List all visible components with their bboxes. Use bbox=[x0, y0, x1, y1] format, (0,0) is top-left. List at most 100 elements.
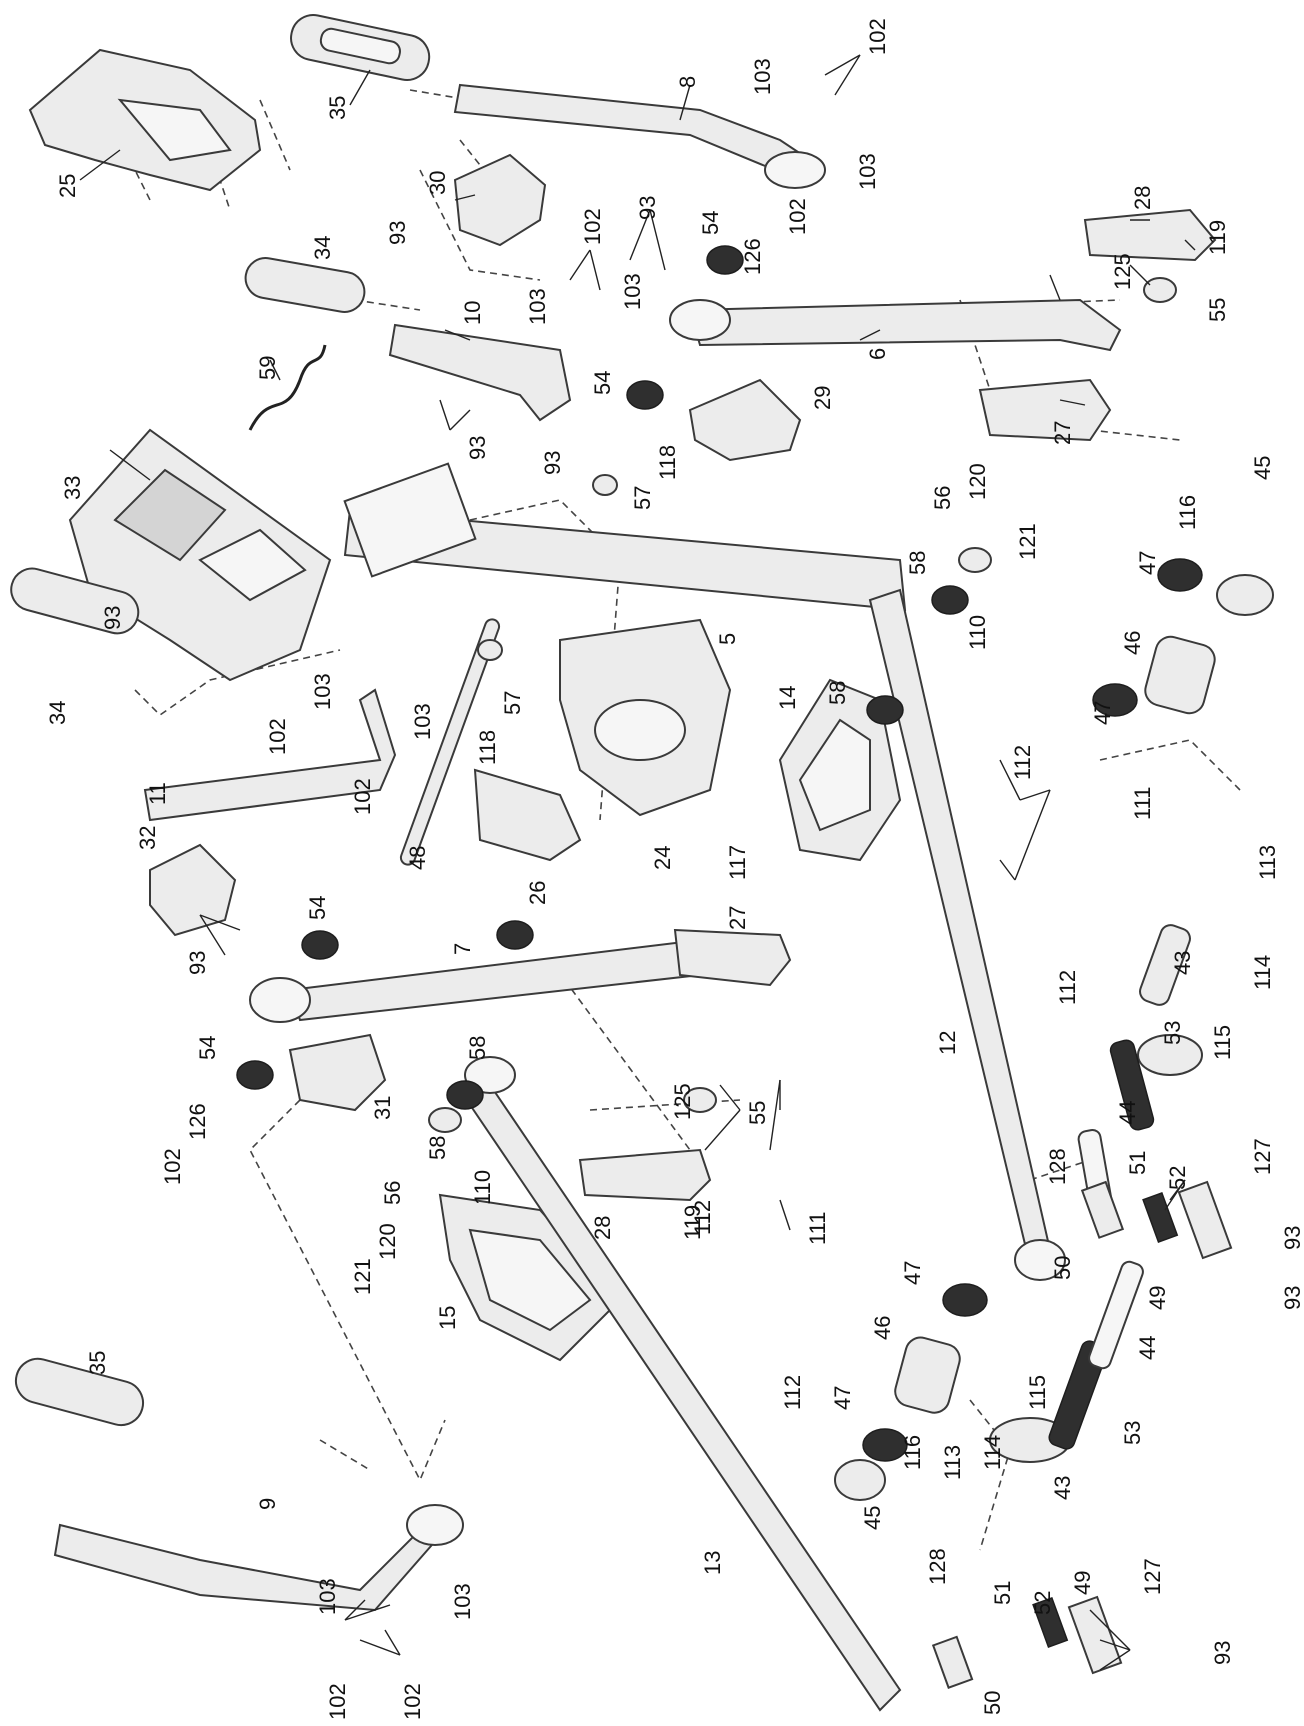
callout-117: 117 bbox=[725, 845, 750, 880]
callout-56-a: 56 bbox=[930, 486, 955, 510]
callout-53-b: 53 bbox=[1120, 1421, 1145, 1445]
callout-116-a: 116 bbox=[1175, 495, 1200, 530]
callout-112-b: 112 bbox=[1055, 970, 1080, 1005]
part-35-grip-top bbox=[290, 14, 431, 81]
callout-45-b: 45 bbox=[860, 1506, 885, 1530]
callout-55-b: 55 bbox=[745, 1101, 770, 1125]
callout-112-a: 112 bbox=[1010, 745, 1035, 780]
callout-49-a: 49 bbox=[1145, 1286, 1170, 1310]
callout-114-a: 114 bbox=[1250, 955, 1275, 990]
callout-103-h: 103 bbox=[450, 1583, 475, 1620]
callout-14: 14 bbox=[775, 686, 800, 710]
callout-127-b: 127 bbox=[1140, 1558, 1165, 1595]
part-27-cover-right bbox=[978, 378, 1112, 442]
callout-127-a: 127 bbox=[1250, 1138, 1275, 1175]
callout-53-a: 53 bbox=[1160, 1021, 1185, 1045]
part-34-grip-a bbox=[244, 257, 366, 313]
callout-47-a: 47 bbox=[1135, 551, 1160, 575]
callout-8: 8 bbox=[675, 76, 700, 88]
part-8-handle-arm bbox=[453, 83, 826, 189]
callout-93-c: 93 bbox=[465, 436, 490, 460]
callout-102-e: 102 bbox=[350, 778, 375, 815]
callout-93-e: 93 bbox=[100, 606, 125, 630]
part-5-main-upright bbox=[343, 462, 907, 612]
callout-93-a: 93 bbox=[635, 196, 660, 220]
callout-32: 32 bbox=[135, 826, 160, 850]
callout-54-c: 54 bbox=[305, 896, 330, 920]
callout-10: 10 bbox=[460, 301, 485, 325]
part-26-sleeve bbox=[473, 768, 582, 862]
callout-labels: 25 30 35 8 103 102 103 28 119 93 54 126 … bbox=[45, 18, 1304, 1720]
callout-102-b: 102 bbox=[785, 198, 810, 235]
callout-103-e: 103 bbox=[310, 673, 335, 710]
callout-93-b: 93 bbox=[385, 221, 410, 245]
callout-119-a: 119 bbox=[1205, 220, 1230, 255]
callout-54-b: 54 bbox=[590, 371, 615, 395]
callout-103-f: 103 bbox=[410, 703, 435, 740]
part-28-cover-lower bbox=[578, 1148, 712, 1202]
callout-102-g: 102 bbox=[325, 1683, 350, 1720]
callout-48: 48 bbox=[405, 846, 430, 870]
callout-59: 59 bbox=[255, 356, 280, 380]
part-30-cover bbox=[453, 153, 547, 247]
part-crank-assembly-left bbox=[834, 1260, 1144, 1501]
callout-120-b: 120 bbox=[375, 1223, 400, 1260]
part-28-cover-right bbox=[1083, 208, 1217, 262]
callout-35-top: 35 bbox=[325, 96, 350, 120]
callout-46-b: 46 bbox=[870, 1316, 895, 1340]
callout-58-d: 58 bbox=[425, 1136, 450, 1160]
callout-115-b: 115 bbox=[1025, 1375, 1050, 1410]
callout-120-a: 120 bbox=[965, 463, 990, 500]
callout-51-a: 51 bbox=[1125, 1151, 1150, 1175]
callout-49-b: 49 bbox=[1070, 1571, 1095, 1595]
callout-126-b: 126 bbox=[185, 1103, 210, 1140]
callout-119-b: 119 bbox=[680, 1205, 705, 1240]
part-34-grip-b bbox=[10, 567, 140, 635]
callout-27-right: 27 bbox=[1050, 421, 1075, 445]
callout-103-c: 103 bbox=[525, 288, 550, 325]
callout-121-a: 121 bbox=[1015, 523, 1040, 560]
callout-28-lower: 28 bbox=[590, 1216, 615, 1240]
callout-58-c: 58 bbox=[465, 1036, 490, 1060]
part-32-cover bbox=[149, 843, 237, 937]
callout-58-b: 58 bbox=[825, 681, 850, 705]
callout-112-d: 112 bbox=[780, 1375, 805, 1410]
callout-33: 33 bbox=[60, 476, 85, 500]
callout-9: 9 bbox=[255, 1498, 280, 1510]
callout-44-a: 44 bbox=[1115, 1101, 1140, 1125]
callout-25: 25 bbox=[55, 174, 80, 198]
part-48-axle bbox=[399, 618, 501, 866]
callout-58-a: 58 bbox=[905, 551, 930, 575]
callout-43-a: 43 bbox=[1170, 951, 1195, 975]
part-foot-pads bbox=[931, 1180, 1233, 1689]
part-bearings bbox=[236, 245, 1177, 1133]
callout-45-a: 45 bbox=[1250, 456, 1275, 480]
callout-44-b: 44 bbox=[1135, 1336, 1160, 1360]
part-15-pedal-left bbox=[438, 1193, 622, 1362]
callout-34-b: 34 bbox=[45, 701, 70, 725]
part-crank-assembly-right bbox=[1077, 558, 1274, 1221]
part-27-cover-lower bbox=[673, 928, 792, 987]
callout-125-a: 125 bbox=[1110, 253, 1135, 290]
callout-52-b: 52 bbox=[1030, 1591, 1055, 1615]
callout-51-b: 51 bbox=[990, 1581, 1015, 1605]
callout-12: 12 bbox=[935, 1031, 960, 1055]
callout-7: 7 bbox=[450, 943, 475, 955]
callout-111-b: 111 bbox=[805, 1212, 830, 1245]
callout-126-a: 126 bbox=[740, 238, 765, 275]
callout-leaders bbox=[79, 54, 1196, 1671]
callout-110-a: 110 bbox=[965, 615, 990, 650]
callout-35-bottom: 35 bbox=[85, 1351, 110, 1375]
callout-57-a: 57 bbox=[630, 486, 655, 510]
callout-113-b: 113 bbox=[940, 1445, 965, 1480]
callout-43-b: 43 bbox=[1050, 1476, 1075, 1500]
callout-5: 5 bbox=[715, 633, 740, 645]
callout-111-a: 111 bbox=[1130, 787, 1155, 820]
part-24-shroud bbox=[559, 618, 732, 817]
callout-93-g: 93 bbox=[1280, 1226, 1304, 1250]
part-11-handle-arm bbox=[143, 688, 397, 822]
callout-112-c: 112 bbox=[690, 1200, 715, 1235]
callout-102-a: 102 bbox=[865, 18, 890, 55]
callout-27-lower: 27 bbox=[725, 906, 750, 930]
